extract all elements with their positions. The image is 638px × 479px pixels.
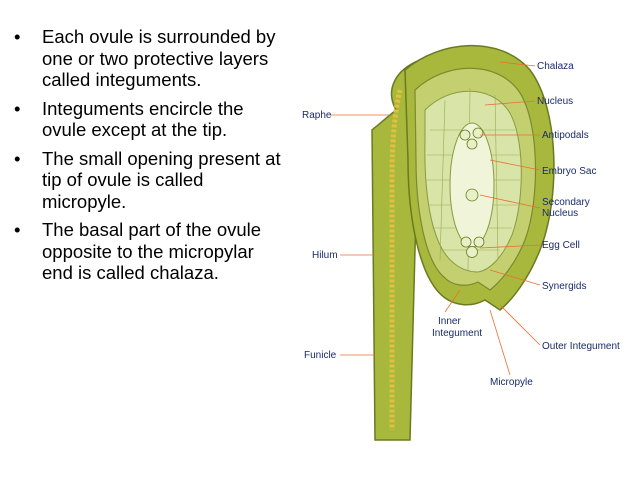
label-micropyle: Micropyle: [490, 377, 533, 388]
label-egg-cell: Egg Cell: [542, 240, 580, 251]
label-embryo-sac: Embryo Sac: [542, 166, 596, 177]
label-secondary-nucleus-line2: Nucleus: [542, 208, 578, 219]
label-synergids: Synergids: [542, 281, 586, 292]
bullet-text: The small opening present at tip of ovul…: [42, 147, 281, 212]
bullet-marker: •: [14, 219, 21, 240]
antipodal-cells: [459, 127, 484, 150]
bullet-text: Each ovule is surrounded by one or two p…: [42, 26, 276, 90]
bullet-item: • Each ovule is surrounded by one or two…: [14, 26, 284, 91]
label-inner-integument-line2: Integument: [432, 328, 482, 339]
label-raphe: Raphe: [302, 110, 332, 121]
bullet-item: • The basal part of the ovule opposite to…: [14, 219, 284, 284]
pointer-lines: [330, 61, 541, 376]
label-funicle: Funicle: [304, 350, 337, 361]
bullet-text: The basal part of the ovule opposite to …: [42, 219, 262, 283]
secondary-nucleus: [465, 188, 479, 202]
bullet-text: Integuments encircle the ovule except at…: [42, 97, 244, 141]
bullet-marker: •: [14, 147, 21, 169]
label-secondary-nucleus-line1: Secondary: [542, 197, 590, 208]
bullet-marker: •: [14, 26, 21, 47]
bullet-item: • The small opening present at tip of ov…: [14, 148, 284, 213]
label-nucleus: Nucleus: [537, 96, 573, 107]
bullet-list: • Each ovule is surrounded by one or two…: [14, 26, 284, 291]
label-inner-integument-line1: Inner: [438, 316, 461, 327]
bullet-marker: •: [14, 97, 21, 119]
label-antipodals: Antipodals: [542, 130, 589, 141]
label-hilum: Hilum: [312, 250, 338, 261]
vascular-strand: [389, 89, 403, 430]
label-chalaza: Chalaza: [537, 61, 574, 72]
label-outer-integument: Outer Integument: [542, 341, 620, 352]
bullet-item: • Integuments encircle the ovule except a…: [14, 98, 284, 141]
egg-apparatus: [460, 236, 485, 258]
